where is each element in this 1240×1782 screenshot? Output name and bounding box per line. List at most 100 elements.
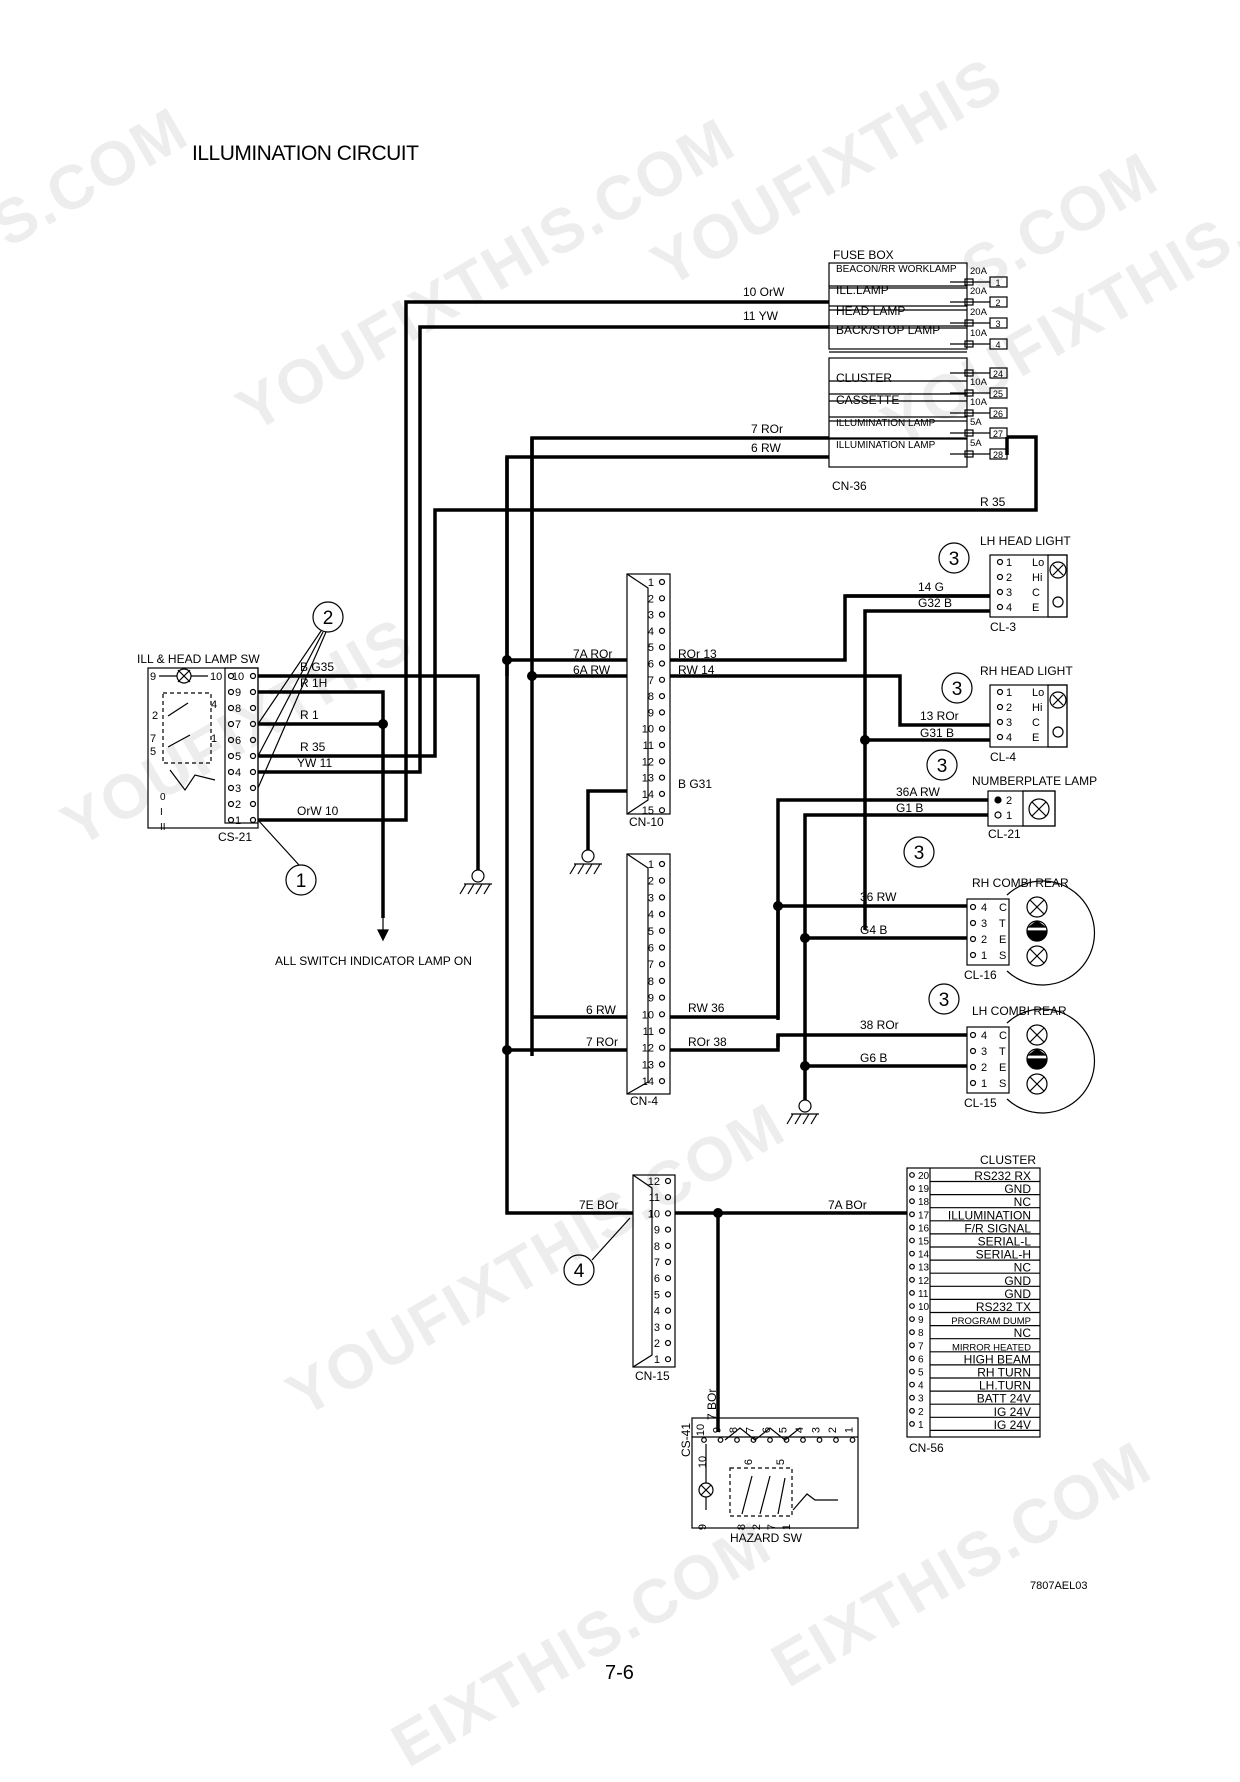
- cluster-pin-ring: [909, 1394, 915, 1401]
- numberplate-lamp-side: [1022, 790, 1056, 827]
- fuse-element: [964, 450, 974, 458]
- hazard-pin: 10: [695, 1424, 707, 1436]
- wire-orw10: [258, 300, 829, 822]
- ill-switch-contact-pin: 4: [211, 699, 217, 711]
- cn4-pin-ring: [658, 877, 666, 884]
- cn15-pin: 8: [654, 1241, 660, 1253]
- cn10-pin-ring: [658, 725, 666, 732]
- fuse-row-label: BACK/STOP LAMP: [836, 323, 940, 337]
- cn4-pin: 11: [643, 1026, 654, 1038]
- cn10-pin: 12: [642, 756, 654, 768]
- callout-circle: [285, 864, 317, 896]
- lh-combi-rear-pin-ring: [969, 1047, 977, 1055]
- lh-combi-rear-term: E: [999, 1062, 1006, 1074]
- cn15-center: [632, 1174, 653, 1368]
- cluster-pin-number: 6: [918, 1354, 924, 1365]
- callout-circle: [928, 983, 960, 1015]
- cn15-pin-ring: [664, 1356, 672, 1363]
- callout-number: 3: [939, 990, 950, 1011]
- cn15-pin-ring: [664, 1323, 672, 1330]
- cn10-pin: 15: [642, 805, 654, 817]
- junction-dot: [800, 1061, 810, 1071]
- cluster-pin-name: MIRROR HEATED: [952, 1342, 1031, 1353]
- hazard-pin: 1: [844, 1427, 856, 1433]
- cluster-pin-name: RS232 TX: [976, 1300, 1031, 1314]
- cn10-center: [626, 573, 649, 815]
- ill-switch-lamp-pin: 9: [150, 671, 156, 683]
- rh-combi-rear-term: E: [999, 934, 1006, 946]
- ground-hatch: [483, 883, 491, 895]
- cn4-pin: 12: [642, 1043, 654, 1055]
- callout-number: 3: [952, 679, 963, 700]
- hazard-pin: 7: [745, 1427, 757, 1433]
- ground-hatch: [593, 863, 601, 875]
- lh-combi-rear-term: T: [999, 1046, 1006, 1058]
- lh-combi-rear-pin: 2: [981, 1062, 987, 1074]
- cluster-pin-ring: [909, 1211, 915, 1218]
- hazard-pin-ring: [717, 1437, 724, 1443]
- callout-2-leader: [257, 630, 322, 725]
- fuse-row-label: ILLUMINATION LAMP: [836, 418, 936, 429]
- lh-head-light-pin: 3: [1006, 587, 1012, 599]
- lh-combi-rear-pin-ring: [969, 1079, 977, 1087]
- ill-switch-pin: 10: [232, 671, 244, 683]
- lh-head-light-pin: 4: [1006, 602, 1012, 614]
- cn4-pin: 14: [642, 1076, 654, 1088]
- lh-combi-rear-pin-ring: [969, 1063, 977, 1071]
- cn10-pin: 8: [648, 691, 654, 703]
- wire-label-13ror: 13 ROr: [920, 709, 959, 723]
- component-outlines: [147, 262, 1096, 1529]
- cn10-pin-ring: [658, 578, 666, 586]
- hazard-pin-jumpers: [724, 1427, 801, 1441]
- wire-label-7ebor: 7E BOr: [579, 1198, 618, 1212]
- hazard-knob: [792, 1493, 838, 1511]
- fuse-pin-number: 4: [995, 340, 1000, 350]
- rh-combi-rear-bulb-2-top: [1027, 920, 1047, 928]
- ground-ring: [471, 869, 485, 883]
- ill-switch-body: [147, 667, 259, 829]
- cn4-pin-ring: [658, 961, 666, 968]
- cluster-pin-name: GND: [1004, 1182, 1031, 1196]
- hazard-bottom-pin: 2: [751, 1524, 763, 1530]
- fuse-pin-number: 1: [995, 278, 1000, 288]
- rh-combi-rear-bulb-x: [1029, 899, 1045, 915]
- cluster-pin-name: NC: [1014, 1261, 1032, 1275]
- ground-hatch: [786, 1113, 794, 1125]
- rh-combi-rear-bulb-x: [1029, 948, 1045, 964]
- cn15-pin-ring: [664, 1258, 672, 1266]
- cluster-pin-ring: [909, 1276, 915, 1283]
- fuse-box-connector: CN-36: [832, 479, 867, 493]
- rh-combi-rear-pin: 3: [981, 918, 987, 930]
- wire-label-bg31: B G31: [678, 777, 712, 791]
- cn4-pin-ring: [658, 910, 666, 918]
- cn4-pin: 10: [642, 1009, 654, 1021]
- wire-label-fuse-yw11: 11 YW: [743, 309, 779, 323]
- ill-switch-pin-ring: [249, 752, 257, 760]
- lh-combi-rear-bulb-2-top: [1027, 1048, 1047, 1056]
- hazard-bottom-pin: 9: [697, 1524, 709, 1530]
- cn4-pin-ring: [658, 1061, 666, 1068]
- cluster-pin-ring: [909, 1329, 915, 1336]
- wire-ror7-left: [505, 455, 829, 676]
- cluster-pin-name: PROGRAM DUMP: [951, 1316, 1031, 1327]
- cluster-pin-number: 17: [918, 1210, 930, 1221]
- cn10-pin: 6: [648, 659, 654, 671]
- indicator-note: ALL SWITCH INDICATOR LAMP ON: [275, 954, 472, 968]
- cn10-pin-ring: [658, 758, 666, 765]
- lh-head-light-bulb-earth: [1052, 596, 1064, 608]
- hazard-bottom-pin: 1: [781, 1524, 793, 1530]
- numberplate-pin: 1: [1006, 810, 1012, 822]
- lh-head-light-connector: CL-3: [990, 620, 1016, 634]
- cn15-pin-ring: [664, 1307, 672, 1314]
- numberplate-pin-ring: [994, 796, 1002, 804]
- lh-combi-rear-bulb-x: [1029, 1027, 1045, 1043]
- junction-dot: [800, 933, 810, 943]
- fuse-element: [964, 278, 974, 286]
- cluster-pin-number: 18: [918, 1197, 930, 1208]
- ill-switch-pin-ring: [227, 672, 235, 680]
- cn4-pin-ring: [658, 1077, 666, 1085]
- hazard-pin-ring: [734, 1437, 740, 1443]
- cn10-pin-ring: [658, 660, 666, 667]
- cn10-pin-ring: [658, 741, 666, 749]
- wire-label-r1: R 1: [300, 708, 319, 722]
